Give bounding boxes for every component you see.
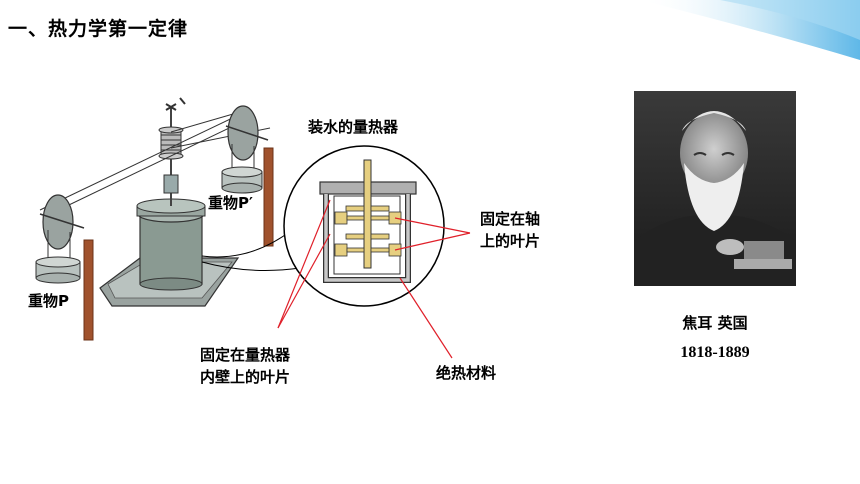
left-rod (83, 239, 94, 341)
wall-blades-label-line1: 固定在量热器 (200, 346, 291, 364)
calorimeter-label: 装水的量热器 (308, 118, 399, 136)
slide-title: 一、热力学第一定律 (8, 18, 189, 40)
right-rod (263, 147, 274, 247)
callout-lines (277, 199, 471, 359)
left-pulley (39, 194, 85, 262)
right-pulley (225, 105, 269, 172)
portrait-years: 1818-1889 (680, 344, 750, 361)
portrait-name-country: 焦耳 英国 (682, 314, 748, 332)
axis-blades-label-line1: 固定在轴 (480, 210, 541, 228)
weight-p-prime (221, 166, 263, 194)
axis-blades-label-line2: 上的叶片 (480, 232, 541, 250)
corner-decoration (640, 0, 860, 60)
joule-portrait (634, 91, 796, 286)
calorimeter-vessel (136, 198, 206, 291)
zoom-line-bottom (201, 261, 301, 271)
calorimeter-cross-section (319, 159, 417, 283)
zoom-line-top (201, 229, 293, 258)
wall-blades-label-line2: 内壁上的叶片 (200, 368, 291, 386)
weight-p-label: 重物P (28, 292, 69, 310)
shaft-assembly (158, 97, 186, 206)
weight-p-prime-label: 重物P′ (208, 194, 253, 212)
weight-p (35, 256, 81, 284)
insulation-label: 绝热材料 (436, 364, 497, 382)
